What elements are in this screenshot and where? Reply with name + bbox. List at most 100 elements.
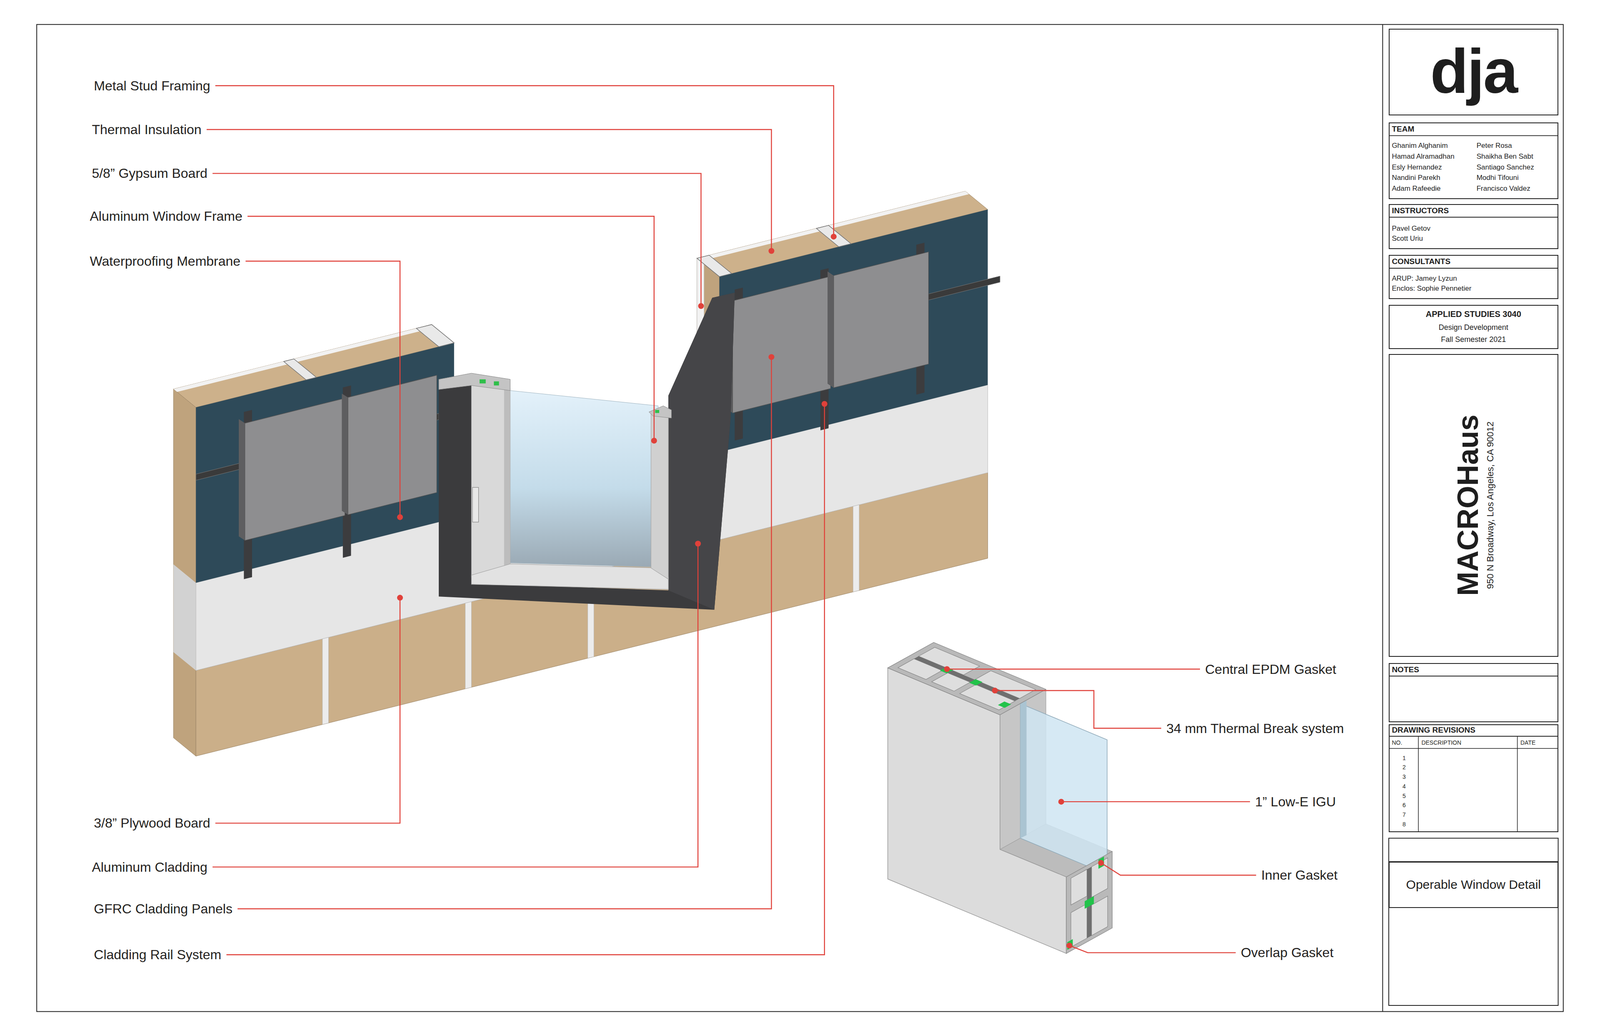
box-text: Adam Rafeedie <box>1391 184 1441 193</box>
leader-dot <box>830 233 837 240</box>
leader-line <box>215 85 834 237</box>
frame-profile <box>649 405 672 418</box>
callout-label: Thermal Insulation <box>91 122 202 138</box>
box-text: Esly Hernandez <box>1391 163 1442 172</box>
leader-dot <box>821 401 828 408</box>
joint-stripe <box>852 505 860 593</box>
leader-dot <box>397 514 403 521</box>
aluminum-cladding <box>438 292 735 610</box>
leader-dot <box>992 687 998 694</box>
gfrc-panel <box>245 398 345 541</box>
revision-number: 3 <box>1402 773 1406 781</box>
gasket <box>1098 857 1104 870</box>
wall-end-face <box>173 389 196 757</box>
box-heading: DRAWING REVISIONS <box>1391 726 1476 736</box>
panel-edge <box>341 393 348 515</box>
aluminum-cladding-side <box>668 292 735 610</box>
gasket <box>655 410 660 413</box>
window-glass <box>510 390 658 568</box>
box-heading: dja <box>1430 35 1517 108</box>
box-text: Nandini Parekh <box>1391 174 1440 183</box>
box-text: Pavel Getov <box>1391 224 1431 233</box>
project-box: MACROHaus950 N Broadway, Los Angeles, CA… <box>1388 354 1559 658</box>
revision-number: 6 <box>1402 802 1406 809</box>
frame-profile <box>438 373 510 391</box>
leader-line <box>1100 863 1256 876</box>
revision-number: 1 <box>1402 755 1406 762</box>
box-text: Design Development <box>1438 323 1509 333</box>
title-block-divider <box>1382 24 1383 1013</box>
box-text: 950 N Broadway, Los Angeles, CA 90012 <box>1485 362 1496 649</box>
panel-edge <box>238 419 245 541</box>
box-heading: NOTES <box>1391 665 1419 675</box>
metal-stud <box>697 255 732 277</box>
box-text: ARUP: Jamey Lyzun <box>1391 274 1457 283</box>
profile-chamber <box>1091 858 1108 898</box>
revision-number: 5 <box>1402 792 1406 800</box>
revisions-box: DRAWING REVISIONS <box>1388 724 1559 833</box>
header-rule <box>1388 736 1559 738</box>
callout-label: 1” Low-E IGU <box>1255 794 1336 810</box>
table-rule <box>1417 736 1419 833</box>
igu-edge <box>1020 700 1027 839</box>
panel-edge <box>827 271 834 388</box>
membrane-face <box>719 209 988 453</box>
table-header: DESCRIPTION <box>1421 739 1462 747</box>
box-text: Hamad Alramadhan <box>1391 152 1455 161</box>
box-heading: TEAM <box>1391 124 1415 134</box>
profile-chamber <box>1070 869 1088 906</box>
sheet-border <box>36 24 1564 1013</box>
callout-label: Aluminum Cladding <box>91 859 208 875</box>
leader-line <box>1061 801 1250 803</box>
leader-line <box>247 216 655 441</box>
box-heading: APPLIED STUDIES 3040 <box>1425 309 1522 320</box>
leader-dot <box>768 247 775 254</box>
callout-label: Cladding Rail System <box>93 947 222 963</box>
team-box: TEAMGhanim AlghanimHamad AlramadhanEsly … <box>1388 122 1559 200</box>
table-rule <box>1388 748 1559 749</box>
callout-label: 3/8” Plywood Board <box>93 815 210 832</box>
box-text: Peter Rosa <box>1476 141 1513 150</box>
gfrc-panel <box>347 375 437 515</box>
header-rule <box>1388 267 1559 269</box>
header-rule <box>1388 675 1559 677</box>
window-jamb-edge <box>504 388 511 570</box>
callout-label: 5/8” Gypsum Board <box>91 165 208 182</box>
callout-label: Waterproofing Membrane <box>90 253 241 270</box>
revision-number: 4 <box>1402 783 1406 790</box>
leader-dot <box>697 303 704 310</box>
thermal-break <box>914 656 1020 702</box>
leader-dot <box>695 540 701 547</box>
box-text: Enclos: Sophie Pennetier <box>1391 284 1472 293</box>
callout-label: GFRC Cladding Panels <box>93 901 233 918</box>
callout-label: Central EPDM Gasket <box>1205 661 1337 678</box>
logo-box: dja <box>1388 28 1559 116</box>
gasket <box>493 381 499 386</box>
leader-dot <box>768 354 775 360</box>
leader-line <box>947 668 1200 670</box>
window-sill <box>471 564 669 590</box>
gasket <box>969 679 983 686</box>
joint-stripe <box>322 637 329 725</box>
instructors-box: INSTRUCTORSPavel GetovScott Uriu <box>1388 204 1559 250</box>
leader-line <box>1069 945 1236 953</box>
sheet-title-box: Operable Window Detail <box>1388 862 1559 908</box>
leader-dot <box>1058 799 1065 805</box>
table-rule <box>1517 736 1518 833</box>
box-heading: INSTRUCTORS <box>1391 206 1449 216</box>
membrane-face <box>195 342 455 583</box>
header-rule <box>1388 135 1559 137</box>
leader-line <box>206 129 772 251</box>
callout-label: Overlap Gasket <box>1240 945 1334 961</box>
leader-line <box>212 173 701 306</box>
box-heading: CONSULTANTS <box>1391 257 1451 267</box>
callout-label: 34 mm Thermal Break system <box>1166 720 1344 737</box>
joint-stripe <box>465 601 472 689</box>
box-heading: Operable Window Detail <box>1406 877 1541 893</box>
revision-number: 7 <box>1402 811 1406 819</box>
profile-chamber <box>1091 896 1108 936</box>
leader-line <box>212 543 698 868</box>
title-frame <box>1388 838 1559 1006</box>
